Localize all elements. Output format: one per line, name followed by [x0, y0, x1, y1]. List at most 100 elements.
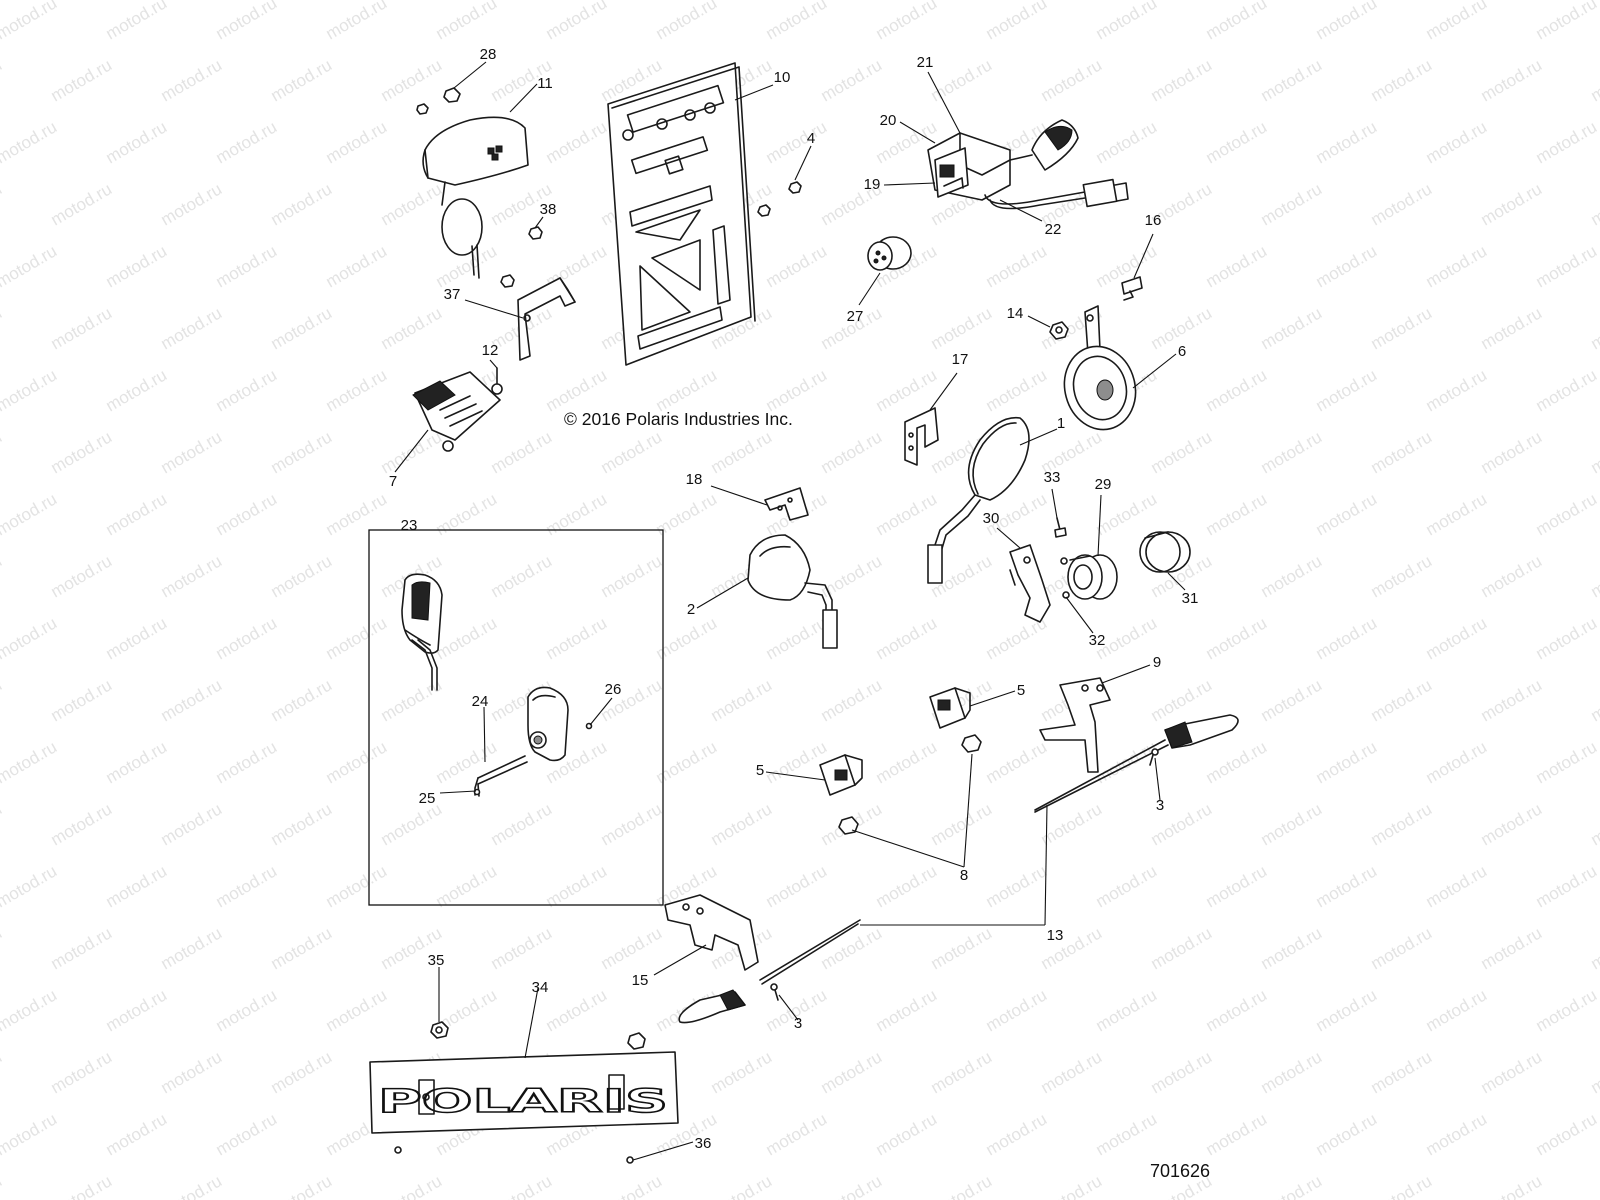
callout-27: 27	[847, 308, 864, 325]
watermark-text: motod.ru	[103, 985, 171, 1035]
watermark-text: motod.ru	[1588, 675, 1600, 725]
callout-35: 35	[428, 952, 445, 969]
watermark-text: motod.ru	[1148, 675, 1216, 725]
watermark-text: motod.ru	[378, 427, 446, 477]
watermark-text: motod.ru	[1093, 0, 1161, 43]
watermark-text: motod.ru	[763, 0, 831, 43]
watermark-text: motod.ru	[1588, 1171, 1600, 1200]
watermark-text: motod.ru	[0, 241, 60, 291]
callout-14: 14	[1007, 305, 1024, 322]
watermark-text: motod.ru	[0, 1109, 60, 1159]
watermark-text: motod.ru	[0, 1171, 5, 1200]
watermark-text: motod.ru	[323, 0, 391, 43]
watermark-text: motod.ru	[543, 613, 611, 663]
watermark-text: motod.ru	[488, 551, 556, 601]
watermark-text: motod.ru	[0, 551, 5, 601]
callout-33: 33	[1044, 469, 1061, 486]
watermark-text: motod.ru	[543, 0, 611, 43]
watermark-text: motod.ru	[433, 613, 501, 663]
watermark-text: motod.ru	[1368, 179, 1436, 229]
part-1-mirror	[927, 416, 1030, 584]
watermark-text: motod.ru	[1423, 241, 1491, 291]
part-7-module	[412, 371, 501, 452]
watermark-text: motod.ru	[928, 923, 996, 973]
callout-23: 23	[401, 517, 418, 534]
watermark-text: motod.ru	[1368, 675, 1436, 725]
watermark-text: motod.ru	[158, 923, 226, 973]
part-9-bracket	[1039, 677, 1111, 773]
watermark-text: motod.ru	[213, 613, 281, 663]
part-14-nut	[1049, 321, 1069, 340]
watermark-text: motod.ru	[928, 303, 996, 353]
watermark-text: motod.ru	[1203, 861, 1271, 911]
watermark-text: motod.ru	[488, 923, 556, 973]
callout-37: 37	[444, 286, 461, 303]
watermark-text: motod.ru	[268, 55, 336, 105]
watermark-text: motod.ru	[48, 1047, 116, 1097]
watermark-text: motod.ru	[103, 861, 171, 911]
watermark-text: motod.ru	[268, 1047, 336, 1097]
callout-5b: 5	[756, 762, 764, 779]
watermark-text: motod.ru	[1203, 985, 1271, 1035]
callout-16: 16	[1145, 212, 1162, 229]
watermark-text: motod.ru	[48, 427, 116, 477]
part-34-nut	[627, 1032, 646, 1050]
part-32-screws	[1060, 557, 1070, 599]
watermark-text: motod.ru	[158, 303, 226, 353]
watermark-text: motod.ru	[1478, 1171, 1546, 1200]
watermark-text: motod.ru	[1313, 0, 1381, 43]
watermark-text: motod.ru	[323, 241, 391, 291]
callout-32: 32	[1089, 632, 1106, 649]
watermark-text: motod.ru	[708, 1047, 776, 1097]
callout-4: 4	[807, 130, 815, 147]
watermark-text: motod.ru	[433, 489, 501, 539]
part-18-bracket	[764, 487, 809, 521]
watermark-text: motod.ru	[1368, 799, 1436, 849]
watermark-text: motod.ru	[873, 365, 941, 415]
watermark-text: motod.ru	[928, 55, 996, 105]
watermark-text: motod.ru	[1533, 0, 1600, 43]
watermark-text: motod.ru	[1478, 551, 1546, 601]
part-10-plate-bracket	[607, 62, 756, 366]
copyright-notice: © 2016 Polaris Industries Inc.	[564, 409, 793, 429]
watermark-text: motod.ru	[1258, 427, 1326, 477]
watermark-text: motod.ru	[1588, 551, 1600, 601]
watermark-text: motod.ru	[323, 861, 391, 911]
watermark-text: motod.ru	[0, 117, 60, 167]
watermark-text: motod.ru	[928, 1047, 996, 1097]
watermark-text: motod.ru	[1478, 179, 1546, 229]
watermark-text: motod.ru	[48, 799, 116, 849]
part-31-ring	[1139, 531, 1191, 573]
watermark-text: motod.ru	[1313, 117, 1381, 167]
watermark-text: motod.ru	[0, 55, 5, 105]
watermark-text: motod.ru	[1313, 737, 1381, 787]
watermark-text: motod.ru	[1368, 923, 1436, 973]
watermark-text: motod.ru	[818, 1047, 886, 1097]
watermark-text: motod.ru	[103, 0, 171, 43]
watermark-text: motod.ru	[1368, 55, 1436, 105]
watermark-text: motod.ru	[1203, 241, 1271, 291]
watermark-text: motod.ru	[103, 241, 171, 291]
watermark-text: motod.ru	[818, 55, 886, 105]
watermark-text: motod.ru	[708, 675, 776, 725]
part-2-mirror	[747, 534, 838, 649]
watermark-text: motod.ru	[873, 1109, 941, 1159]
watermark-text: motod.ru	[873, 613, 941, 663]
watermark-text: motod.ru	[213, 365, 281, 415]
watermark-text: motod.ru	[103, 365, 171, 415]
watermark-text: motod.ru	[1093, 117, 1161, 167]
watermark-text: motod.ru	[1093, 1109, 1161, 1159]
watermark-text: motod.ru	[1423, 489, 1491, 539]
watermark-text: motod.ru	[433, 241, 501, 291]
watermark-text: motod.ru	[103, 737, 171, 787]
callout-31: 31	[1182, 590, 1199, 607]
kit-23-box	[368, 529, 664, 906]
watermark-text: motod.ru	[1533, 241, 1600, 291]
callout-22: 22	[1045, 221, 1062, 238]
part-24-mirror-stem	[474, 755, 528, 797]
callout-24: 24	[472, 693, 489, 710]
watermark-text: motod.ru	[708, 427, 776, 477]
watermark-text: motod.ru	[48, 55, 116, 105]
watermark-text: motod.ru	[763, 1109, 831, 1159]
